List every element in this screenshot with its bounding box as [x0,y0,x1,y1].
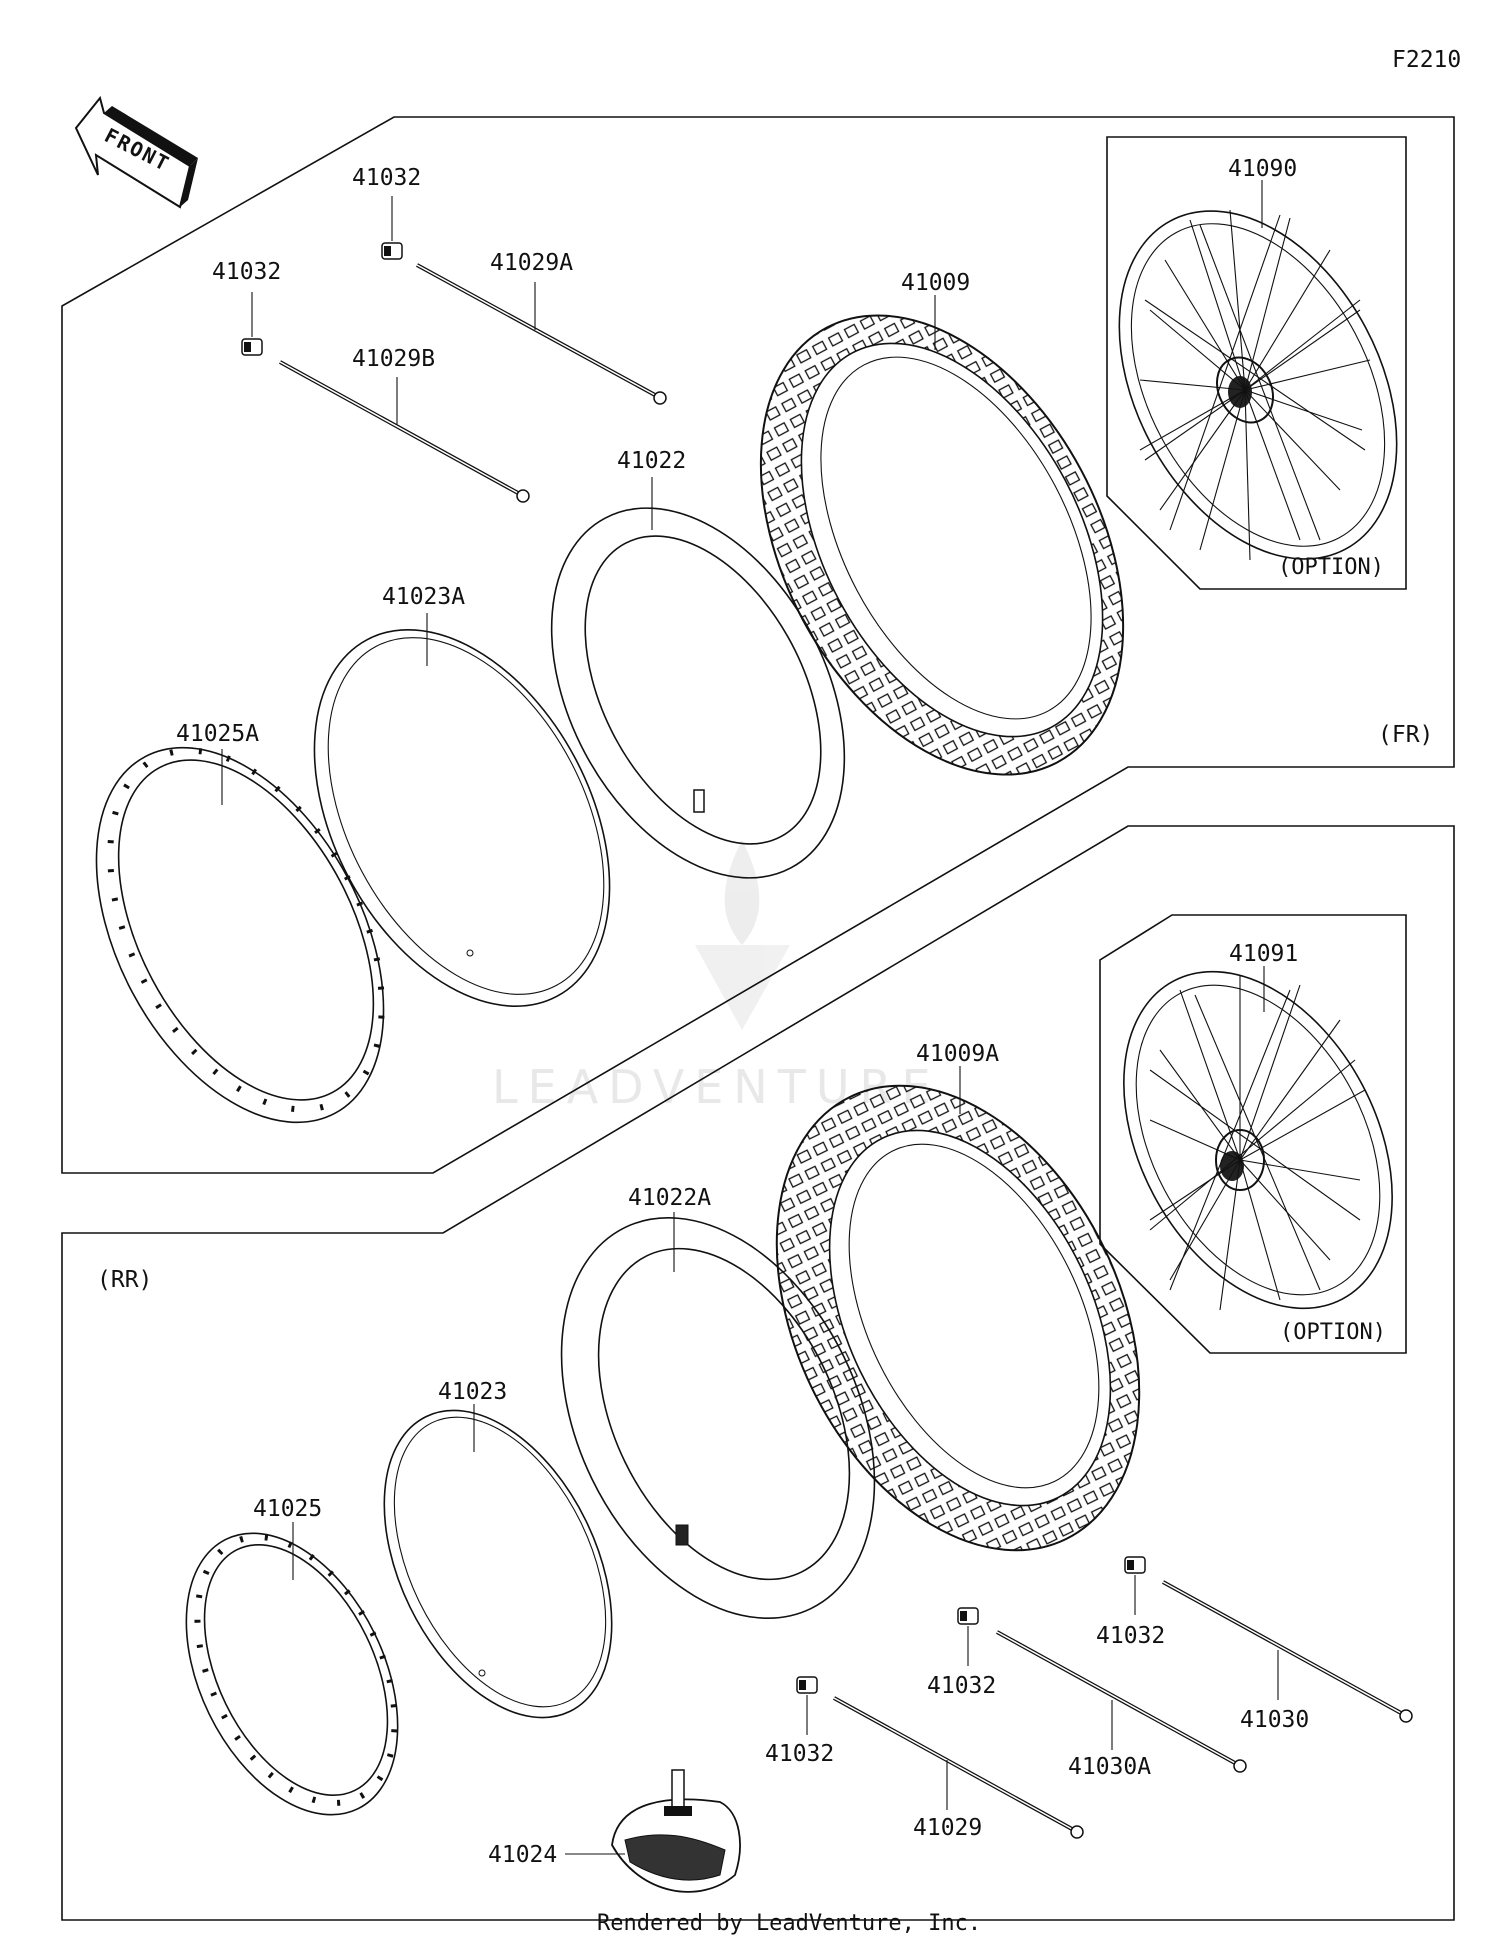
front-arrow-icon: FRONT [74,95,198,209]
spoke-rear-a [996,1630,1247,1773]
nipple-rear-3 [1124,1556,1146,1574]
spoke-front-a [416,263,667,405]
front-option-frame [1106,136,1407,590]
rear-option-label: (OPTION) [1280,1320,1386,1345]
wheel-assy-front [1118,209,1398,561]
tire-band-rear [611,1769,741,1893]
label-tube-front: 41022 [617,448,686,474]
label-spoke-front-a: 41029A [490,250,573,276]
spoke-front-b [279,360,530,503]
label-rim-band-rear: 41023 [438,1379,507,1405]
label-rim-front: 41025A [176,721,259,747]
label-nipple-front-top: 41032 [352,165,421,191]
label-spoke-rear-a: 41030A [1068,1754,1151,1780]
label-nipple-front-left: 41032 [212,259,281,285]
tire-rear [775,1084,1141,1552]
rim-band-front [313,628,611,1008]
figure-code: F2210 [1392,47,1461,73]
label-nipple-rear-1: 41032 [765,1741,834,1767]
rear-section-label: (RR) [97,1267,152,1293]
rim-front [95,746,385,1124]
spoke-rear-b [1162,1580,1413,1723]
label-wheel-assy-rear: 41091 [1229,941,1298,967]
front-section-label: (FR) [1378,722,1433,748]
front-section-frame [61,116,1455,1174]
rim-rear [185,1532,399,1816]
label-wheel-assy-front: 41090 [1228,156,1297,182]
rim-band-rear [383,1409,613,1719]
tire-front [759,314,1125,776]
nipple-front-left [241,338,263,356]
label-tire-front: 41009 [901,270,970,296]
label-nipple-rear-3: 41032 [1096,1623,1165,1649]
footer-credit: Rendered by LeadVenture, Inc. [597,1911,981,1936]
label-tube-rear: 41022A [628,1185,711,1211]
label-rim-rear: 41025 [253,1496,322,1522]
nipple-rear-2 [957,1607,979,1625]
label-tire-band-rear: 41024 [488,1842,557,1868]
rear-section-frame [61,825,1455,1921]
wheel-assy-rear [1123,970,1393,1311]
tube-front [550,507,846,879]
nipple-front-top [381,242,403,260]
tube-rear [560,1217,876,1619]
label-tire-rear: 41009A [916,1041,999,1067]
label-rim-band-front: 41023A [382,584,465,610]
spoke-rear [833,1696,1084,1839]
label-spoke-rear-b: 41030 [1240,1707,1309,1733]
label-spoke-rear: 41029 [913,1815,982,1841]
label-spoke-front-b: 41029B [352,346,435,372]
label-nipple-rear-2: 41032 [927,1673,996,1699]
nipple-rear-1 [796,1676,818,1694]
